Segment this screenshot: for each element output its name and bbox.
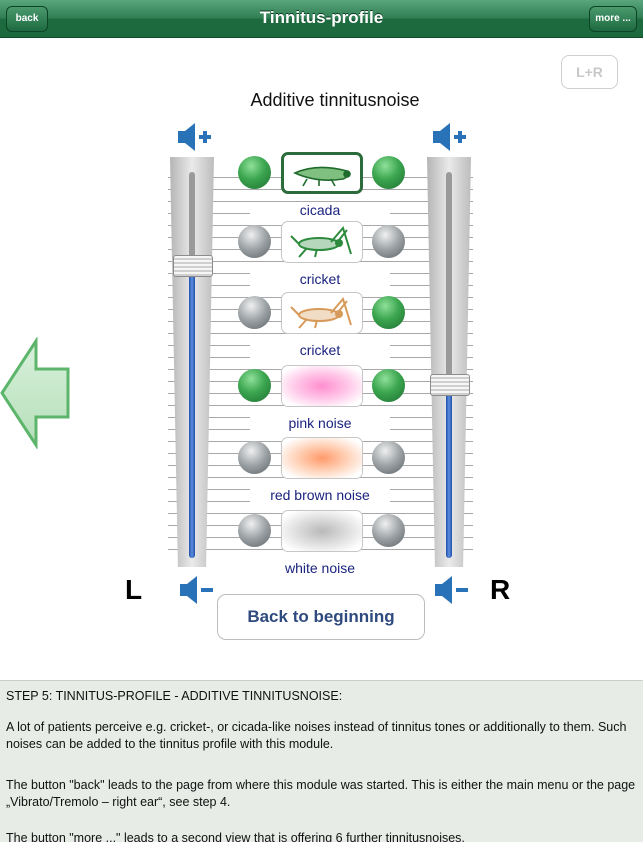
left-channel-label: L xyxy=(125,574,143,605)
noise-label-3: cricket xyxy=(250,342,390,358)
left-volume-fill xyxy=(189,264,195,558)
noise-tile-3[interactable] xyxy=(281,292,363,334)
right-channel-toggle-5[interactable] xyxy=(372,441,405,474)
back-button[interactable]: back xyxy=(6,6,48,32)
noise-label-5: red brown noise xyxy=(250,487,390,503)
page-title: Tinnitus-profile xyxy=(259,8,384,27)
left-channel-toggle-6[interactable] xyxy=(238,514,271,547)
left-channel-toggle-3[interactable] xyxy=(238,296,271,329)
right-volume-fill xyxy=(446,384,452,558)
previous-arrow-icon[interactable] xyxy=(0,337,72,449)
noise-tile-6[interactable] xyxy=(281,510,363,552)
right-channel-label: R xyxy=(490,574,511,605)
right-channel-toggle-2[interactable] xyxy=(372,225,405,258)
cricket-icon xyxy=(282,222,362,262)
right-channel-toggle-1[interactable] xyxy=(372,156,405,189)
left-channel-toggle-5[interactable] xyxy=(238,441,271,474)
right-channel-toggle-4[interactable] xyxy=(372,369,405,402)
info-title: STEP 5: TINNITUS-PROFILE - ADDITIVE TINN… xyxy=(6,689,343,703)
navigation-bar: back Tinnitus-profile more ... xyxy=(0,0,643,38)
noise-label-4: pink noise xyxy=(250,415,390,431)
cicada-icon xyxy=(284,155,360,191)
info-paragraph-3: The button "more ..." leads to a second … xyxy=(6,831,465,842)
right-volume-up-icon[interactable] xyxy=(431,121,469,153)
noise-tile-1[interactable] xyxy=(281,152,363,194)
right-volume-thumb[interactable] xyxy=(430,374,470,397)
info-paragraph-2: The button "back" leads to the page from… xyxy=(6,778,636,809)
left-volume-down-icon[interactable] xyxy=(178,574,216,606)
left-channel-toggle-1[interactable] xyxy=(238,156,271,189)
cricket-icon xyxy=(282,293,362,333)
left-volume-thumb[interactable] xyxy=(173,254,213,277)
section-heading: Additive tinnitusnoise xyxy=(250,90,420,110)
noise-label-2: cricket xyxy=(250,271,390,287)
right-channel-toggle-6[interactable] xyxy=(372,514,405,547)
info-paragraph-1: A lot of patients perceive e.g. cricket-… xyxy=(6,720,627,751)
noise-mixer-panel: cicada cricket cricket pink noise red brown … xyxy=(168,121,473,606)
left-channel-toggle-2[interactable] xyxy=(238,225,271,258)
noise-tile-5[interactable] xyxy=(281,437,363,479)
left-channel-toggle-4[interactable] xyxy=(238,369,271,402)
guide-line xyxy=(168,201,473,202)
lr-toggle-button[interactable]: L+R xyxy=(561,55,618,89)
white-noise-swatch xyxy=(282,511,362,551)
noise-tile-2[interactable] xyxy=(281,221,363,263)
red-brown-noise-swatch xyxy=(282,438,362,478)
right-volume-groove xyxy=(446,172,452,558)
right-channel-toggle-3[interactable] xyxy=(372,296,405,329)
pink-noise-swatch xyxy=(282,366,362,406)
noise-label-6: white noise xyxy=(250,560,390,576)
noise-tile-4[interactable] xyxy=(281,365,363,407)
left-volume-up-icon[interactable] xyxy=(176,121,214,153)
more-button[interactable]: more ... xyxy=(589,6,637,32)
noise-label-1: cicada xyxy=(250,202,390,218)
right-volume-down-icon[interactable] xyxy=(433,574,471,606)
back-to-beginning-button[interactable]: Back to beginning xyxy=(217,594,425,640)
info-panel: STEP 5: TINNITUS-PROFILE - ADDITIVE TINN… xyxy=(0,680,643,842)
